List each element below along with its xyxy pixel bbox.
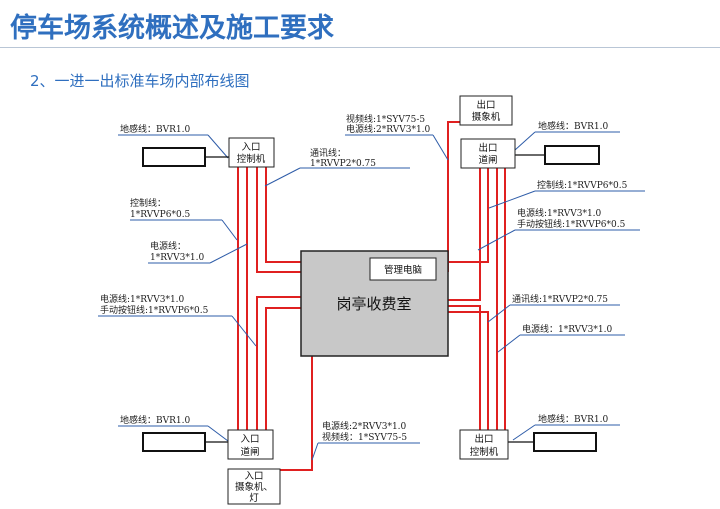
label-power-left-1: 电源线： — [150, 240, 186, 252]
label-power-btn-right-2: 手动按钮线:1*RVVP6*0.5 — [517, 218, 626, 230]
pc-label: 管理电脑 — [384, 264, 422, 276]
label-power-video-bottom-1: 电源线:2*RVV3*1.0 — [322, 420, 407, 432]
entry-camera-box — [227, 468, 281, 505]
label-comm-right: 通讯线:1*RVVP2*0.75 — [512, 293, 608, 305]
entry-camera-label-1: 入口 — [244, 471, 263, 482]
cable — [256, 165, 301, 273]
title-divider — [0, 47, 720, 48]
entry-barrier-box — [227, 429, 274, 460]
label-ctrl-left-2: 1*RVVP6*0.5 — [130, 210, 191, 220]
label-video-power-top-1: 视频线:1*SYV75-5 — [346, 113, 425, 125]
exit-barrier-box — [460, 138, 516, 169]
entry-controller-label-2: 控制机 — [237, 153, 266, 165]
booth-label: 岗亭收费室 — [336, 295, 411, 313]
cable — [448, 165, 481, 301]
label-video-power-top-2: 电源线:2*RVV3*1.0 — [346, 123, 431, 135]
cable — [448, 305, 481, 430]
pc-box — [369, 257, 437, 281]
entry-camera-label-3: 灯 — [249, 493, 259, 504]
cable — [448, 311, 489, 430]
label-power-left-2: 1*RVV3*1.0 — [150, 253, 204, 263]
entry-controller-box — [228, 137, 275, 168]
cable — [448, 165, 489, 263]
label-ground-tr: 地感线：BVR1.0 — [538, 120, 608, 132]
entry-barrier-label-1: 入口 — [240, 434, 259, 445]
exit-barrier-label-1: 出口 — [478, 142, 497, 154]
exit-controller-label-2: 控制机 — [470, 446, 499, 458]
label-comm-left-2: 1*RVVP2*0.75 — [310, 159, 376, 169]
label-ground-bl: 地感线：BVR1.0 — [120, 414, 190, 426]
ground-loop-entry-barrier — [142, 432, 206, 452]
exit-camera-label-1: 出口 — [476, 99, 495, 111]
cable — [280, 356, 313, 471]
entry-barrier-label-2: 道闸 — [240, 446, 259, 458]
label-power-btn-left-1: 电源线:1*RVV3*1.0 — [100, 293, 185, 305]
red-cables — [237, 121, 506, 471]
exit-camera-label-2: 摄象机 — [472, 111, 501, 123]
label-comm-left-1: 通讯线： — [310, 147, 346, 159]
label-power-btn-left-2: 手动按钮线:1*RVVP6*0.5 — [100, 304, 209, 316]
label-power-btn-right-1: 电源线:1*RVV3*1.0 — [517, 207, 602, 219]
cable — [256, 296, 301, 430]
exit-camera-box — [459, 95, 513, 126]
ground-loop-exit-barrier — [544, 145, 600, 165]
label-ground-br: 地感线：BVR1.0 — [538, 413, 608, 425]
label-ground-tl: 地感线：BVR1.0 — [120, 123, 190, 135]
label-power-right: 电源线：1*RVV3*1.0 — [522, 323, 612, 335]
page-title: 停车场系统概述及施工要求 — [10, 13, 334, 44]
exit-barrier-label-2: 道闸 — [478, 154, 497, 166]
exit-controller-box — [459, 429, 509, 460]
label-ctrl-left-1: 控制线： — [130, 197, 166, 209]
label-power-video-bottom-2: 视频线：1*SYV75-5 — [322, 431, 407, 443]
entry-camera-label-2: 摄象机、 — [235, 481, 273, 493]
exit-controller-label-1: 出口 — [474, 433, 493, 445]
ground-loop-exit-ctrl — [533, 432, 597, 452]
cable — [265, 307, 301, 430]
section-subtitle: 2、一进一出标准车场内部布线图 — [30, 72, 250, 90]
leader-lines — [98, 131, 645, 461]
entry-controller-label-1: 入口 — [241, 142, 260, 153]
cable — [265, 165, 301, 263]
ground-loop-entry-ctrl — [142, 147, 206, 167]
label-ctrl-right: 控制线:1*RVVP6*0.5 — [537, 179, 628, 191]
